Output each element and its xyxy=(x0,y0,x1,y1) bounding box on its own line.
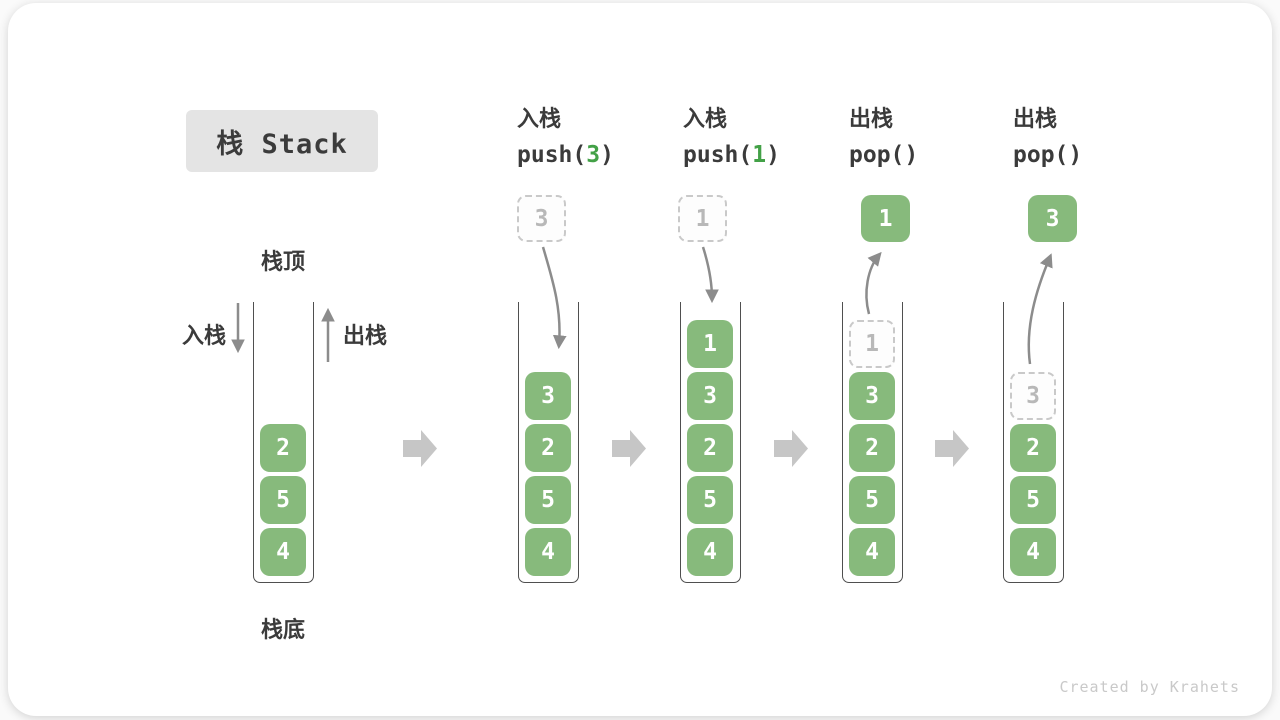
stack-block: 5 xyxy=(687,476,733,524)
stack-block: 2 xyxy=(1010,424,1056,472)
in-stack-ghost-block: 3 xyxy=(1010,372,1056,420)
stack-block: 4 xyxy=(1010,528,1056,576)
column-header-push-3: 入栈 push(3) xyxy=(517,106,614,169)
code-text: ) xyxy=(600,142,614,168)
push-cn-label: 入栈 xyxy=(517,106,562,131)
push-1-code-label: push(1) xyxy=(683,142,780,169)
code-text: push( xyxy=(683,142,753,168)
push-3-code-label: push(3) xyxy=(517,142,614,169)
stack-block: 5 xyxy=(260,476,306,524)
pop-cn-label: 出栈 xyxy=(1013,106,1058,131)
push-side-label: 入栈 xyxy=(181,323,226,348)
stack-container-push-1 xyxy=(680,302,741,583)
watermark: Created by Krahets xyxy=(1059,678,1240,696)
stack-block: 5 xyxy=(525,476,571,524)
stack-top-label: 栈顶 xyxy=(260,249,305,274)
in-stack-ghost-block: 1 xyxy=(849,320,895,368)
column-header-pop-first: 出栈 pop() xyxy=(849,106,918,169)
popped-block: 3 xyxy=(1028,195,1077,242)
stack-block: 5 xyxy=(1010,476,1056,524)
stack-block: 3 xyxy=(687,372,733,420)
stack-block: 4 xyxy=(525,528,571,576)
stack-block: 4 xyxy=(260,528,306,576)
stack-block: 1 xyxy=(687,320,733,368)
pop-code-label: pop() xyxy=(1013,142,1083,168)
popped-block: 1 xyxy=(861,195,910,242)
stack-block: 2 xyxy=(849,424,895,472)
stack-block: 2 xyxy=(260,424,306,472)
stack-block: 3 xyxy=(849,372,895,420)
stack-block: 5 xyxy=(849,476,895,524)
stack-container-push-3 xyxy=(518,302,579,583)
stack-block: 4 xyxy=(687,528,733,576)
stack-block: 4 xyxy=(849,528,895,576)
column-header-push-1: 入栈 push(1) xyxy=(683,106,780,169)
stack-block: 3 xyxy=(525,372,571,420)
code-text: ) xyxy=(766,142,780,168)
code-arg: 3 xyxy=(586,142,601,168)
floating-ghost-block: 3 xyxy=(517,195,566,242)
code-arg: 1 xyxy=(752,142,767,168)
pop-side-label: 出栈 xyxy=(343,323,388,348)
stack-block: 2 xyxy=(525,424,571,472)
stack-container-initial xyxy=(253,302,314,583)
stack-container-pop-first xyxy=(842,302,903,583)
stack-block: 2 xyxy=(687,424,733,472)
title-badge: 栈 Stack xyxy=(186,110,378,172)
pop-cn-label: 出栈 xyxy=(849,106,894,131)
stack-bottom-label: 栈底 xyxy=(260,617,305,642)
column-header-pop-second: 出栈 pop() xyxy=(1013,106,1082,169)
floating-ghost-block: 1 xyxy=(678,195,727,242)
push-cn-label: 入栈 xyxy=(683,106,728,131)
code-text: push( xyxy=(517,142,587,168)
stack-container-pop-second xyxy=(1003,302,1064,583)
pop-code-label: pop() xyxy=(849,142,919,168)
